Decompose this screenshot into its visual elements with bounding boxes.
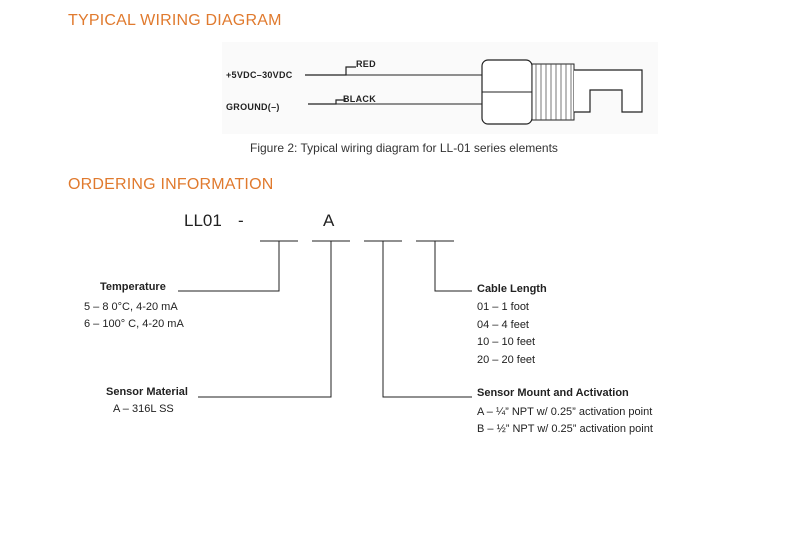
red-wire-lead bbox=[305, 66, 356, 76]
selected-code: A bbox=[323, 211, 335, 230]
sensor-mount-option: A – ¼” NPT w/ 0.25” activation point bbox=[477, 406, 653, 418]
ordering-info-heading: ORDERING INFORMATION bbox=[68, 176, 274, 193]
cable-length-option: 01 – 1 foot bbox=[477, 301, 529, 313]
sensor-material-title: Sensor Material bbox=[106, 386, 188, 398]
cable-length-option: 04 – 4 feet bbox=[477, 319, 529, 331]
ground-label: GROUND(–) bbox=[226, 102, 280, 112]
ordering-tree bbox=[178, 240, 472, 398]
black-wire-label: BLACK bbox=[343, 94, 376, 104]
figure-caption: Figure 2: Typical wiring diagram for LL-… bbox=[250, 141, 558, 155]
connector-material bbox=[198, 241, 332, 398]
red-wire-label: RED bbox=[356, 59, 376, 69]
sensor-mount-title: Sensor Mount and Activation bbox=[477, 387, 629, 399]
model-dash: - bbox=[238, 211, 244, 230]
cable-length-title: Cable Length bbox=[477, 283, 547, 295]
thread-lines bbox=[535, 64, 572, 120]
sensor-material-option: A – 316L SS bbox=[113, 403, 174, 415]
connector-temperature bbox=[178, 241, 280, 292]
temperature-option: 5 – 8 0°C, 4-20 mA bbox=[84, 301, 178, 313]
black-wire-lead bbox=[308, 99, 346, 105]
temperature-title: Temperature bbox=[100, 281, 166, 293]
sensor-mount-option: B – ½” NPT w/ 0.25” activation point bbox=[477, 423, 653, 435]
supply-voltage-label: +5VDC–30VDC bbox=[226, 70, 293, 80]
wiring-diagram-heading: TYPICAL WIRING DIAGRAM bbox=[68, 12, 282, 29]
connector-cable bbox=[434, 241, 472, 292]
model-code: LL01 bbox=[184, 211, 222, 230]
cable-length-option: 10 – 10 feet bbox=[477, 336, 536, 348]
cable-length-option: 20 – 20 feet bbox=[477, 354, 536, 366]
sensor-thread bbox=[531, 63, 575, 121]
sensor-probe bbox=[574, 69, 643, 113]
connector-mount bbox=[382, 241, 472, 398]
temperature-option: 6 – 100° C, 4-20 mA bbox=[84, 318, 184, 330]
